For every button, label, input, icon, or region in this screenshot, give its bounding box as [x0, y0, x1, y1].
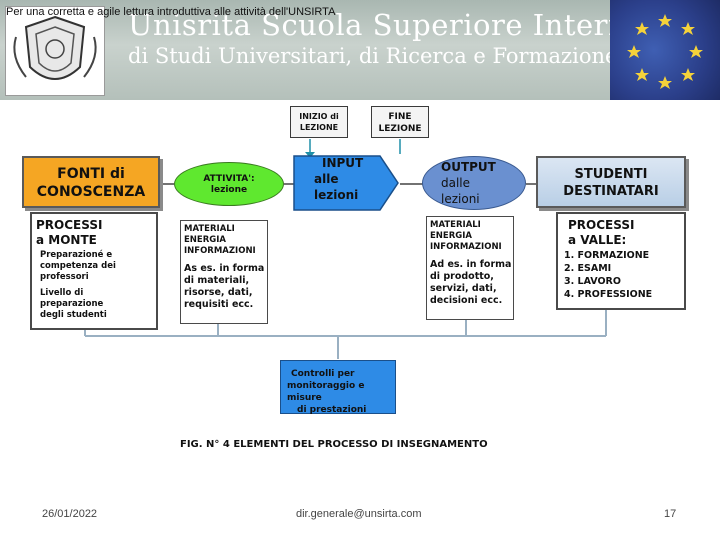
downstream-processes-box: PROCESSI a VALLE: 1. FORMAZIONE 2. ESAMI… [556, 212, 686, 310]
input-materials-line6: risorse, dati, [184, 287, 253, 298]
upstream-item-2: competenza dei [40, 261, 116, 271]
knowledge-sources-line1: FONTI di [57, 166, 125, 182]
activity-ellipse: ATTIVITA': lezione [174, 162, 284, 206]
process-diagram: INIZIO di LEZIONE FINE LEZIONE FONTI di … [14, 104, 706, 457]
downstream-item-2: 2. ESAMI [564, 263, 612, 274]
output-ellipse: OUTPUT dalle lezioni [422, 156, 526, 210]
downstream-item-4: 4. PROFESSIONE [564, 289, 653, 300]
input-label: INPUT alle lezioni [304, 155, 384, 203]
input-materials-line1: MATERIALI [184, 224, 235, 234]
controls-line2: monitoraggio e misure [287, 381, 365, 403]
input-materials-line4: As es. in forma [184, 263, 265, 274]
target-students-line2: DESTINATARI [563, 184, 659, 199]
downstream-title-line2: a VALLE: [568, 233, 627, 247]
output-materials-line4: Ad es. in forma [430, 259, 512, 270]
activity-line1: ATTIVITA': [203, 174, 255, 184]
input-materials-line2: ENERGIA [184, 235, 226, 245]
activity-line2: lezione [210, 185, 248, 195]
input-materials-line3: INFORMAZIONI [184, 246, 256, 256]
input-materials-box: MATERIALI ENERGIA INFORMAZIONI As es. in… [180, 220, 268, 324]
knowledge-sources-line2: CONOSCENZA [36, 184, 146, 200]
target-students-box: STUDENTI DESTINATARI [536, 156, 686, 208]
output-materials-box: MATERIALI ENERGIA INFORMAZIONI Ad es. in… [426, 216, 514, 320]
header-banner: Unisrita Scuola Superiore Internazionale… [0, 0, 720, 100]
downstream-title-line1: PROCESSI [568, 218, 635, 232]
end-lesson-line2: LEZIONE [378, 124, 422, 134]
output-materials-line3: INFORMAZIONI [430, 242, 502, 252]
output-materials-line7: decisioni ecc. [430, 295, 503, 306]
header-caption: Per una corretta e agile lettura introdu… [6, 6, 336, 18]
controls-line1: Controlli per [291, 369, 355, 379]
upstream-item-5: preparazione [40, 299, 104, 309]
output-materials-line5: di prodotto, [430, 271, 494, 282]
upstream-processes-box: PROCESSI a MONTE Preparazioné e competen… [30, 212, 158, 330]
output-line1: OUTPUT [441, 160, 496, 174]
footer-date: 26/01/2022 [42, 508, 98, 520]
input-line2: alle [314, 172, 339, 186]
output-materials-line6: servizi, dati, [430, 283, 497, 294]
input-materials-line7: requisiti ecc. [184, 299, 254, 310]
diagram-canvas [84, 139, 607, 359]
output-line3: lezioni [441, 192, 480, 206]
eu-stars-emblem [610, 0, 720, 100]
upstream-item-4: Livello di [40, 288, 84, 298]
footer-page-number: 17 [664, 508, 677, 520]
output-materials-line2: ENERGIA [430, 231, 472, 241]
arrow-down-icon [305, 152, 315, 158]
output-materials-line1: MATERIALI [430, 220, 481, 230]
end-lesson-box: FINE LEZIONE [371, 106, 429, 138]
controls-line3: di prestazioni [297, 405, 367, 415]
upstream-title-line1: PROCESSI [36, 218, 103, 232]
input-line1: INPUT [322, 156, 364, 170]
upstream-item-6: degli studenti [40, 310, 107, 320]
controls-box: Controlli per monitoraggio e misure di p… [280, 360, 396, 415]
footer-email: dir.generale@unsirta.com [296, 508, 422, 520]
upstream-title-line2: a MONTE [36, 233, 97, 247]
start-lesson-line2: LEZIONE [299, 123, 339, 132]
knowledge-sources-box: FONTI di CONOSCENZA [22, 156, 160, 208]
input-line3: lezioni [314, 188, 359, 202]
end-lesson-line1: FINE [388, 112, 412, 122]
target-students-line1: STUDENTI [574, 167, 648, 182]
output-line2: dalle [441, 176, 471, 190]
figure-caption: FIG. N° 4 ELEMENTI DEL PROCESSO DI INSEG… [180, 439, 488, 450]
downstream-item-3: 3. LAVORO [564, 276, 621, 287]
downstream-item-1: 1. FORMAZIONE [564, 250, 650, 261]
upstream-item-1: Preparazioné e [40, 250, 113, 260]
input-arrow-shape [293, 155, 399, 211]
start-lesson-line1: INIZIO di [299, 112, 339, 121]
upstream-item-3: professori [40, 272, 89, 282]
university-logo [5, 6, 105, 96]
start-lesson-box: INIZIO di LEZIONE [290, 106, 348, 138]
input-materials-line5: di materiali, [184, 275, 250, 286]
